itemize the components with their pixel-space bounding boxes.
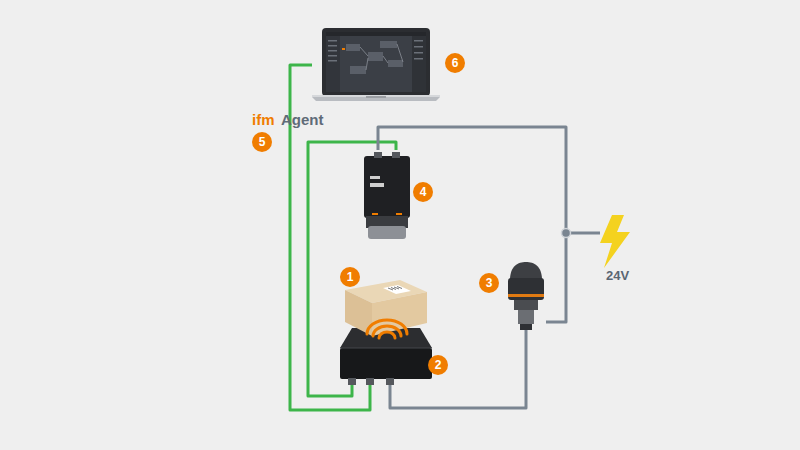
cable (308, 142, 396, 396)
signal-lamp: 3 (506, 262, 546, 330)
voltage-label: 24V (606, 268, 629, 284)
package-drawing (345, 280, 427, 336)
io-link-master: 4 (364, 150, 410, 240)
radio-waves (367, 320, 407, 338)
callout-number: 3 (479, 273, 499, 293)
master-drawing (364, 152, 410, 239)
laptop: 6 (312, 27, 440, 101)
package: 1 (335, 283, 427, 335)
software-name: Agent (281, 111, 324, 129)
rfid-reader: 2 (340, 325, 432, 385)
lamp-drawing (508, 262, 544, 330)
callout-number: 1 (340, 267, 360, 287)
power-branch (562, 229, 601, 238)
callout-number: 2 (428, 355, 448, 375)
cable (390, 330, 526, 408)
brand-name: ifm (252, 111, 275, 129)
laptop-drawing (312, 28, 440, 101)
callout-number: 4 (413, 182, 433, 202)
callout-number: 5 (252, 132, 272, 152)
reader-drawing (340, 328, 432, 385)
callout-number: 6 (445, 53, 465, 73)
power-symbol (600, 215, 630, 268)
cable (378, 127, 566, 322)
